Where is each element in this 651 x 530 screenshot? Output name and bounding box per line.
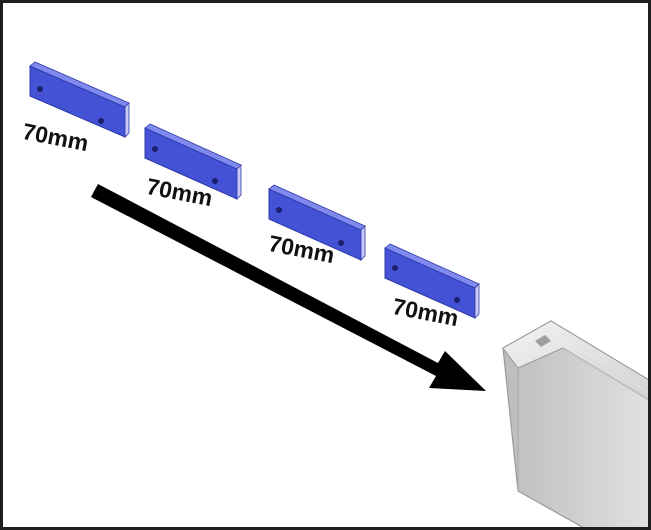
nut-block-2	[144, 123, 242, 200]
nut-block-3	[268, 184, 366, 261]
insertion-arrow	[91, 184, 486, 391]
nut-block-1	[29, 61, 130, 138]
nut-block-4	[384, 243, 480, 319]
aluminium-profile	[502, 320, 648, 527]
diagram-canvas	[29, 61, 648, 527]
